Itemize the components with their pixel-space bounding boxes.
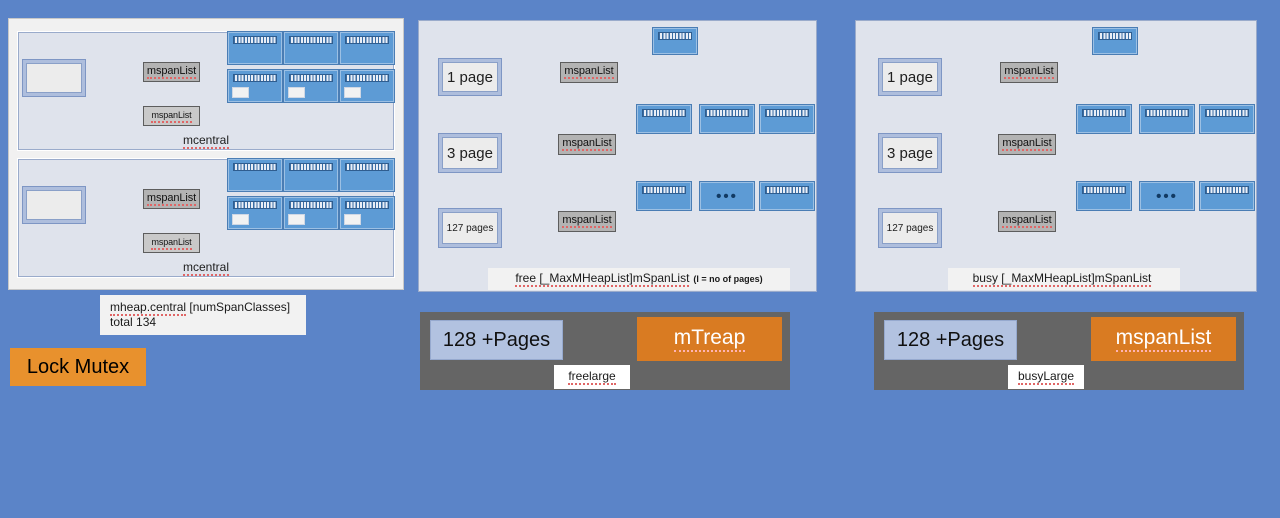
free-panel-caption: free [_MaxMHeapList]mSpanList(l = no of … [488,268,790,290]
busylarge-source-chip[interactable]: 128 +Pages [884,320,1017,360]
mspanlist-left-1b[interactable]: mspanList [143,106,200,126]
busy-panel-caption: busy [_MaxMHeapList]mSpanList [948,268,1180,290]
span-bitmap-bar [345,201,389,209]
free-pagebox-3: 127 pages [438,208,502,248]
span-block [227,196,283,230]
span-block [283,69,339,103]
mcentral-label-2: mcentral [182,260,229,276]
span-block [1076,104,1132,134]
span-free-slot [232,87,249,98]
span-bitmap-bar [345,74,389,82]
mspanlist-left-1a[interactable]: mspanList [143,62,200,82]
span-bitmap-bar [1145,109,1189,117]
span-block [227,158,283,192]
span-block [699,104,755,134]
span-bitmap-bar [1205,186,1249,194]
span-bitmap-bar [1082,186,1126,194]
span-block [759,104,815,134]
span-bitmap-bar [289,74,333,82]
span-bitmap-bar [642,109,686,117]
span-bitmap-bar [289,201,333,209]
busy-mspanlist-2[interactable]: mspanList [998,134,1056,155]
span-block-ellipsis: ••• [1139,181,1195,211]
mcentral-head-box-2 [22,186,86,224]
span-block [339,69,395,103]
mheap-central-info: mheap.central [numSpanClasses] total 134 [100,295,306,335]
busy-page-label-2: 3 page [882,137,938,169]
busy-page-label-1: 1 page [882,62,938,92]
span-block [652,27,698,55]
span-block [1076,181,1132,211]
free-pagebox-2: 3 page [438,133,502,173]
span-free-slot [288,87,305,98]
span-block [636,181,692,211]
mcentral-label-1: mcentral [182,133,229,149]
span-free-slot [344,87,361,98]
freelarge-tag: freelarge [554,365,630,389]
busy-mspanlist-3[interactable]: mspanList [998,211,1056,232]
span-bitmap-bar [289,36,333,44]
freelarge-source-chip[interactable]: 128 +Pages [430,320,563,360]
span-free-slot [232,214,249,225]
busylarge-mspanlist-chip[interactable]: mspanList [1091,317,1236,361]
free-mspanlist-2[interactable]: mspanList [558,134,616,155]
span-bitmap-bar [345,36,389,44]
free-page-label-1: 1 page [442,62,498,92]
span-block [227,69,283,103]
mspanlist-left-2a[interactable]: mspanList [143,189,200,209]
span-bitmap-bar [233,163,277,171]
span-block [339,31,395,65]
span-block-ellipsis: ••• [699,181,755,211]
span-block [1199,181,1255,211]
busy-pagebox-1: 1 page [878,58,942,96]
mtreap-chip[interactable]: mTreap [637,317,782,361]
span-block [759,181,815,211]
span-bitmap-bar [1205,109,1249,117]
busy-pagebox-3: 127 pages [878,208,942,248]
span-free-slot [288,214,305,225]
span-block [339,196,395,230]
mspanlist-left-2b[interactable]: mspanList [143,233,200,253]
span-bitmap-bar [289,163,333,171]
span-bitmap-bar [1098,32,1132,40]
span-block [227,31,283,65]
lock-mutex-button[interactable]: Lock Mutex [10,348,146,386]
free-page-label-2: 3 page [442,137,498,169]
busy-pagebox-2: 3 page [878,133,942,173]
span-block [283,158,339,192]
span-free-slot [344,214,361,225]
span-block [1092,27,1138,55]
span-bitmap-bar [658,32,692,40]
span-bitmap-bar [705,109,749,117]
span-bitmap-bar [233,201,277,209]
free-mspanlist-1[interactable]: mspanList [560,62,618,83]
span-block [1139,104,1195,134]
free-pagebox-1: 1 page [438,58,502,96]
span-block [339,158,395,192]
mcentral-head-box-1 [22,59,86,97]
span-block [283,31,339,65]
span-block [1199,104,1255,134]
span-bitmap-bar [233,36,277,44]
busylarge-tag: busyLarge [1008,365,1084,389]
span-bitmap-bar [765,109,809,117]
mcentral-head-inner-1 [26,63,82,93]
span-bitmap-bar [345,163,389,171]
mheap-central-line1: mheap.central [numSpanClasses] [110,300,291,316]
span-block [283,196,339,230]
span-bitmap-bar [233,74,277,82]
busy-page-label-3: 127 pages [882,212,938,244]
busy-mspanlist-1[interactable]: mspanList [1000,62,1058,83]
span-bitmap-bar [765,186,809,194]
span-bitmap-bar [1082,109,1126,117]
mheap-central-line2: total 134 [110,315,157,329]
span-bitmap-bar [642,186,686,194]
free-page-label-3: 127 pages [442,212,498,244]
mcentral-head-inner-2 [26,190,82,220]
span-block [636,104,692,134]
free-mspanlist-3[interactable]: mspanList [558,211,616,232]
